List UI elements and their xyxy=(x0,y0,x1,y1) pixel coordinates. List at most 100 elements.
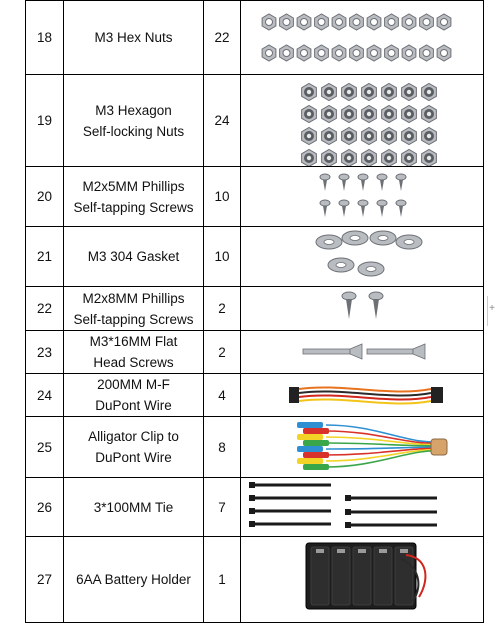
alligator-clip xyxy=(297,434,323,440)
alligator-clip xyxy=(297,446,323,452)
nut-hole xyxy=(282,49,291,57)
table-row: 26 3*100MM Tie 7 xyxy=(25,477,484,537)
item-name: M3 Hex Nuts xyxy=(63,0,204,75)
wire xyxy=(298,398,432,405)
cable-tie xyxy=(345,523,437,527)
page-edge-marker xyxy=(487,296,496,326)
battery-contact xyxy=(358,549,366,553)
item-name-line: M3 Hex Nuts xyxy=(94,30,173,45)
cable-tie-icon xyxy=(249,482,437,528)
item-name-line: 3*100MM Tie xyxy=(93,499,174,515)
battery-contact xyxy=(400,549,408,553)
lock-nut-hole xyxy=(386,155,392,161)
wire-connector xyxy=(289,395,299,399)
alligator-clip xyxy=(303,428,329,434)
table-row: 27 6AA Battery Holder 1 xyxy=(25,536,484,623)
screw-head xyxy=(376,173,388,181)
item-image-cell xyxy=(240,166,484,227)
washer-hole xyxy=(403,239,415,245)
battery-slot xyxy=(310,546,330,606)
item-image-cell xyxy=(240,286,484,331)
cable-tie-head xyxy=(249,495,255,501)
item-image-cell xyxy=(240,416,484,478)
washer-hole xyxy=(349,235,361,241)
item-name-line: Self-tapping Screws xyxy=(73,199,194,215)
nut-hole xyxy=(387,49,396,57)
wire-connector xyxy=(431,399,443,403)
nut-hole xyxy=(282,18,291,26)
nut-hole xyxy=(300,18,308,26)
washer-icon xyxy=(315,230,423,277)
screw-head xyxy=(395,173,407,181)
nut-hole xyxy=(335,18,343,26)
item-quantity: 7 xyxy=(203,477,241,537)
screw-head xyxy=(368,291,384,301)
alligator-clip xyxy=(297,422,323,428)
cable-tie-head xyxy=(249,482,255,488)
battery-slot xyxy=(373,546,393,606)
item-number: 26 xyxy=(25,477,64,537)
wire xyxy=(298,394,432,401)
screw-shank xyxy=(380,180,384,191)
item-name-line: Self-tapping Screws xyxy=(73,311,194,327)
lock-nut-hole xyxy=(426,133,432,139)
lock-nut-hole xyxy=(426,155,432,161)
battery-contact xyxy=(316,549,324,553)
tapping-screw-icon xyxy=(319,173,407,217)
item-number: 27 xyxy=(25,536,64,623)
wire-connector xyxy=(431,391,443,395)
cable-tie-head xyxy=(345,522,351,528)
lock-nut-hole xyxy=(346,133,352,139)
nut-hole xyxy=(317,49,326,57)
item-name-line: M2x8MM Phillips xyxy=(82,290,185,306)
dupont-bundle xyxy=(430,438,448,456)
item-name-line: Self-locking Nuts xyxy=(82,123,185,139)
item-quantity: 22 xyxy=(203,0,241,75)
lock-nut-hole xyxy=(366,89,372,95)
item-image-cell xyxy=(240,373,484,417)
wire-connector xyxy=(289,391,299,395)
screw-shank xyxy=(346,299,352,319)
battery-contact xyxy=(379,549,387,553)
item-number: 19 xyxy=(25,74,64,167)
wire-connector xyxy=(431,387,443,391)
item-quantity: 2 xyxy=(203,286,241,331)
table-row: 18 M3 Hex Nuts 22 xyxy=(25,0,484,75)
lock-nut-hole xyxy=(326,155,332,161)
item-quantity: 1 xyxy=(203,536,241,623)
lock-nut-hole xyxy=(366,133,372,139)
lock-nut-hole xyxy=(326,89,332,95)
item-name-line: M3 Hexagon xyxy=(95,102,172,118)
item-number: 25 xyxy=(25,416,64,478)
item-name-line: M2x5MM Phillips xyxy=(82,178,185,194)
washer-hole xyxy=(377,235,389,241)
battery-slot xyxy=(352,546,372,606)
item-image-cell xyxy=(240,477,484,537)
nut-hole xyxy=(265,49,273,57)
item-name-line: Head Screws xyxy=(93,355,174,370)
cable-tie xyxy=(249,509,331,513)
add-icon[interactable]: + xyxy=(489,303,495,314)
lock-nut-hole xyxy=(306,111,312,117)
item-name-line: DuPont Wire xyxy=(95,398,172,413)
item-quantity: 4 xyxy=(203,373,241,417)
item-name: 6AA Battery Holder xyxy=(63,536,204,623)
battery-wire-black xyxy=(400,558,420,602)
screw-head xyxy=(357,173,369,181)
item-quantity: 10 xyxy=(203,166,241,227)
alligator-clip-icon xyxy=(297,422,448,470)
lock-nut-hole xyxy=(366,111,372,117)
nut-hole xyxy=(422,49,431,57)
hex-nut-icon xyxy=(261,13,452,62)
lock-nut-hole xyxy=(366,155,372,161)
item-name-line: M3*16MM Flat xyxy=(89,334,178,349)
lock-nut-hole xyxy=(406,133,412,139)
